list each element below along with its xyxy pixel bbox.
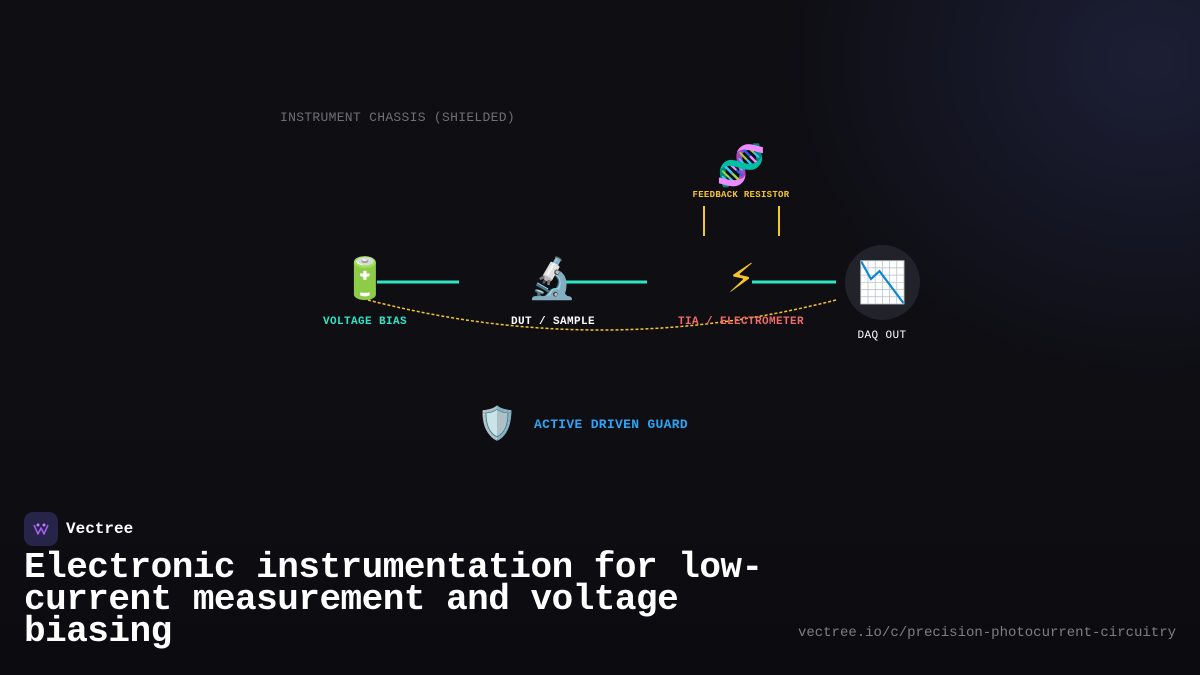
microscope-icon: 🔬	[527, 256, 577, 302]
battery-icon: 🔋	[340, 256, 390, 302]
tia-electrometer-label: TIA / ELECTROMETER	[677, 316, 805, 328]
voltage-bias-label: VOLTAGE BIAS	[322, 316, 407, 328]
brand: Vectree	[24, 512, 133, 546]
chart-decreasing-icon: 📉	[857, 260, 908, 306]
brand-name: Vectree	[66, 520, 134, 538]
page-title: Electronic instrumentation for low-curre…	[24, 547, 763, 652]
chassis-label: INSTRUMENT CHASSIS (SHIELDED)	[280, 110, 515, 125]
feedback-resistor-label: FEEDBACK RESISTOR	[692, 190, 790, 200]
guard-trace	[367, 299, 837, 331]
daq-out-label: DAQ OUT	[857, 330, 907, 342]
dut-sample-label: DUT / SAMPLE	[510, 316, 595, 328]
daq-node: 📉	[845, 245, 920, 320]
dna-icon: 🧬	[716, 143, 766, 189]
active-driven-guard-label: ACTIVE DRIVEN GUARD	[534, 417, 688, 432]
vectree-logo-icon	[24, 512, 58, 546]
lightning-icon: ⚡	[726, 256, 756, 302]
shield-icon: 🛡️	[477, 404, 517, 442]
source-url[interactable]: vectree.io/c/precision-photocurrent-circ…	[797, 625, 1176, 641]
